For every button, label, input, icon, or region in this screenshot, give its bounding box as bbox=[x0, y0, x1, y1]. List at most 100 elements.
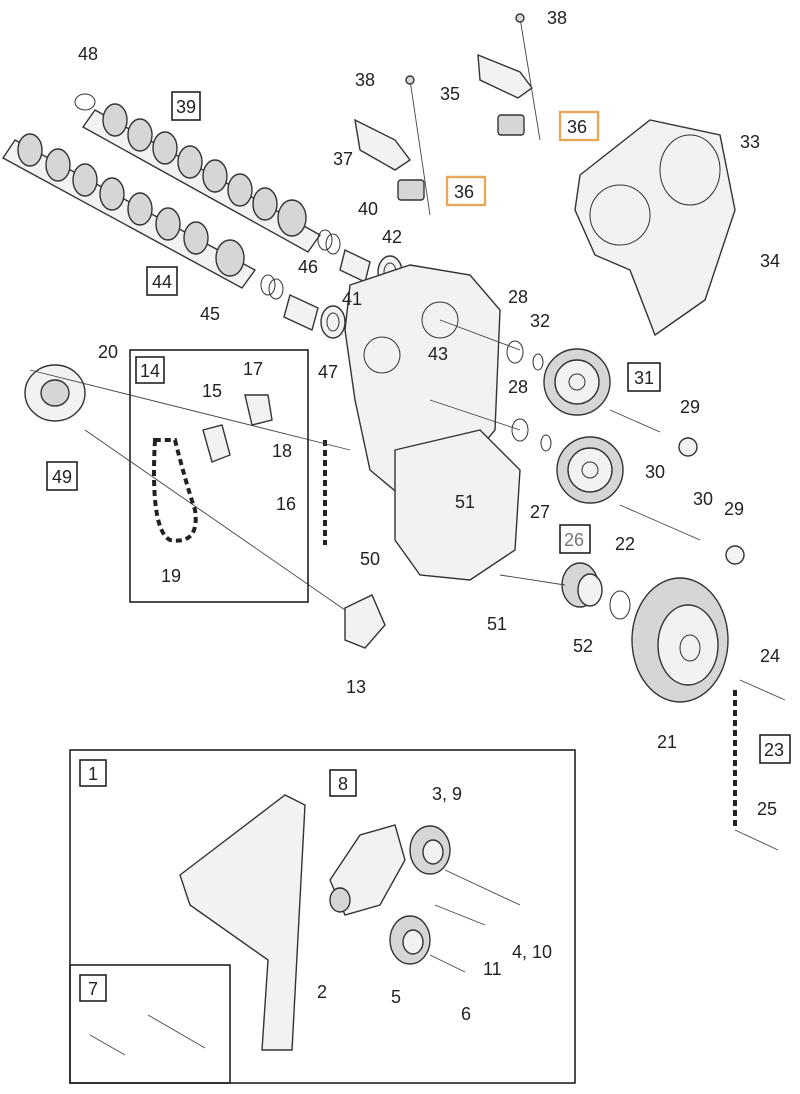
cap-29-lower bbox=[725, 545, 745, 565]
label-36: 36 bbox=[454, 182, 474, 202]
label-35: 35 bbox=[440, 84, 460, 104]
part-numbers: 48 38 38 35 37 33 34 40 42 46 41 45 47 4… bbox=[78, 8, 780, 1024]
label-7: 7 bbox=[88, 979, 98, 999]
leader-lines bbox=[29, 319, 566, 611]
label-33: 33 bbox=[740, 132, 760, 152]
label-48: 48 bbox=[78, 44, 98, 64]
solenoid-valve-37 bbox=[354, 79, 431, 216]
accessory-frame bbox=[69, 749, 576, 1084]
upper-timing-cover bbox=[574, 119, 736, 337]
label-13: 13 bbox=[346, 677, 366, 697]
label-36: 36 bbox=[567, 117, 587, 137]
camshaft-exhaust bbox=[1, 133, 257, 289]
tensioner-bracket-8 bbox=[329, 824, 406, 916]
label-38: 38 bbox=[547, 8, 567, 28]
bolt-6 bbox=[429, 954, 466, 973]
washer-32 bbox=[532, 353, 544, 371]
label-5: 5 bbox=[391, 987, 401, 1007]
label-6: 6 bbox=[461, 1004, 471, 1024]
label-46: 46 bbox=[298, 257, 318, 277]
bolt-4-10 bbox=[444, 869, 521, 906]
label-40: 40 bbox=[358, 199, 378, 219]
label-29: 29 bbox=[680, 397, 700, 417]
label-11: 11 bbox=[483, 959, 502, 979]
bolt-24 bbox=[739, 679, 786, 701]
washer-22 bbox=[609, 590, 631, 620]
label-3-9: 3, 9 bbox=[432, 784, 462, 804]
label-30: 30 bbox=[693, 489, 713, 509]
idler-pulley-3-9 bbox=[409, 825, 451, 875]
bolt-7b bbox=[147, 1014, 206, 1049]
bolt-7a bbox=[89, 1034, 126, 1056]
label-22: 22 bbox=[615, 534, 635, 554]
group-14-frame bbox=[129, 349, 309, 603]
bolt-38-icon bbox=[405, 75, 415, 85]
label-16: 16 bbox=[276, 494, 296, 514]
cap-29-upper bbox=[678, 437, 698, 457]
label-30: 30 bbox=[645, 462, 665, 482]
bolt-30-lower bbox=[619, 504, 701, 541]
label-27: 27 bbox=[530, 502, 550, 522]
label-43: 43 bbox=[428, 344, 448, 364]
washer-27 bbox=[540, 434, 552, 452]
label-45: 45 bbox=[200, 304, 220, 324]
guide-15 bbox=[202, 424, 231, 463]
label-8: 8 bbox=[338, 774, 348, 794]
bolt-38-icon bbox=[515, 13, 525, 23]
crankshaft-damper-21 bbox=[631, 577, 729, 703]
o-ring-48 bbox=[74, 93, 96, 111]
tensioner-13 bbox=[344, 594, 386, 649]
label-31: 31 bbox=[634, 368, 654, 388]
rear-timing-plate bbox=[394, 429, 521, 581]
label-20: 20 bbox=[98, 342, 118, 362]
label-17: 17 bbox=[243, 359, 263, 379]
cam-sprocket-26 bbox=[556, 436, 624, 504]
seal-28-upper bbox=[506, 340, 524, 364]
label-14: 14 bbox=[140, 361, 160, 381]
label-29: 29 bbox=[724, 499, 744, 519]
label-34: 34 bbox=[760, 251, 780, 271]
label-51: 51 bbox=[487, 614, 507, 634]
label-39: 39 bbox=[176, 97, 196, 117]
group-7-frame bbox=[69, 964, 231, 1084]
label-51: 51 bbox=[455, 492, 475, 512]
label-18: 18 bbox=[272, 441, 292, 461]
seal-28-lower bbox=[511, 418, 529, 442]
label-32: 32 bbox=[530, 311, 550, 331]
label-26: 26 bbox=[564, 530, 584, 550]
label-37: 37 bbox=[333, 149, 353, 169]
water-pump-49 bbox=[24, 364, 86, 422]
boxed-labels: 39 44 14 49 36 36 31 26 23 1 8 7 bbox=[46, 91, 791, 1002]
bolt-11 bbox=[434, 904, 486, 926]
label-52: 52 bbox=[573, 636, 593, 656]
label-19: 19 bbox=[161, 566, 181, 586]
tensioner-pulley-5 bbox=[389, 915, 431, 965]
guide-17 bbox=[244, 394, 273, 426]
label-38: 38 bbox=[355, 70, 375, 90]
label-49: 49 bbox=[52, 467, 72, 487]
cam-sprocket-31 bbox=[543, 348, 611, 416]
solenoid-valve-35 bbox=[477, 17, 541, 141]
label-24: 24 bbox=[760, 646, 780, 666]
crank-sprocket-52 bbox=[561, 562, 603, 608]
chain-19 bbox=[152, 438, 198, 543]
label-4-10: 4, 10 bbox=[512, 942, 552, 962]
bolt-30-upper bbox=[609, 409, 661, 433]
label-42: 42 bbox=[382, 227, 402, 247]
label-1: 1 bbox=[88, 764, 98, 784]
label-15: 15 bbox=[202, 381, 222, 401]
label-28: 28 bbox=[508, 287, 528, 307]
label-44: 44 bbox=[152, 272, 172, 292]
bolt-25 bbox=[734, 829, 779, 851]
label-23: 23 bbox=[764, 740, 784, 760]
label-50: 50 bbox=[360, 549, 380, 569]
label-25: 25 bbox=[757, 799, 777, 819]
label-2: 2 bbox=[317, 982, 327, 1002]
label-28: 28 bbox=[508, 377, 528, 397]
label-47: 47 bbox=[318, 362, 338, 382]
label-41: 41 bbox=[342, 289, 362, 309]
label-21: 21 bbox=[657, 732, 677, 752]
drive-belt-2 bbox=[179, 794, 306, 1051]
camshaft-intake bbox=[81, 103, 322, 253]
